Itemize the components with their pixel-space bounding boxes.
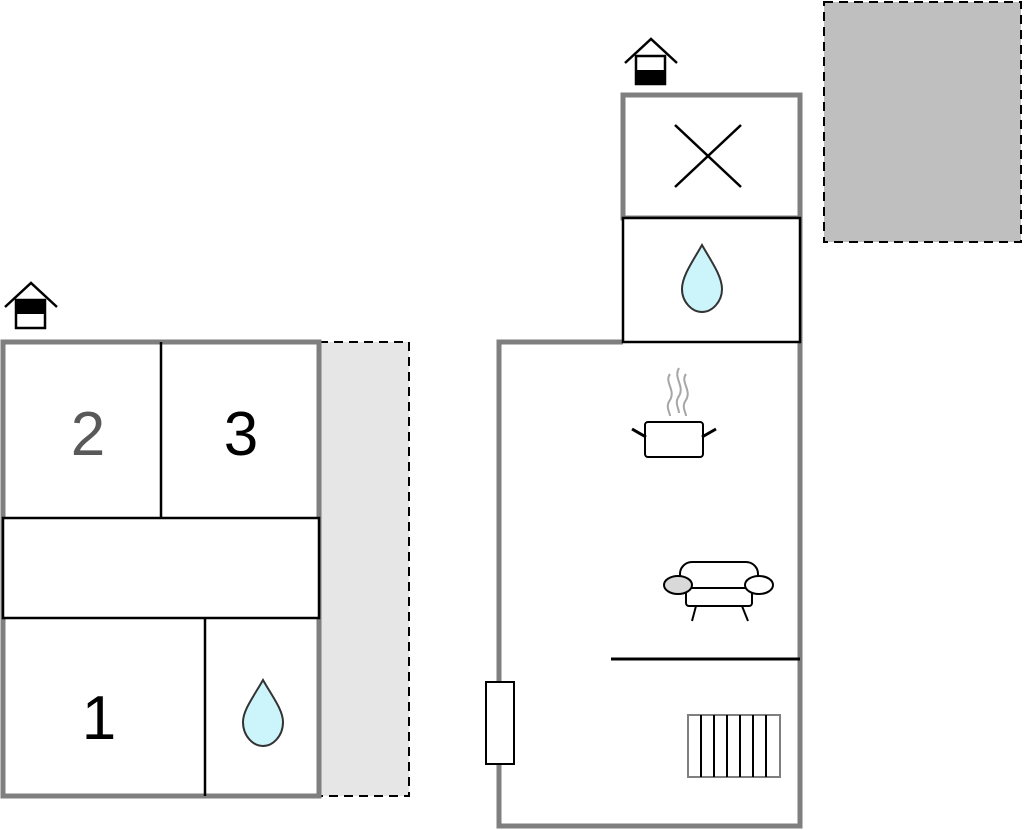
heater-icon — [687, 714, 781, 778]
entrance-icon — [624, 37, 678, 86]
water-drop-icon — [241, 677, 285, 748]
door-icon — [485, 681, 515, 765]
entrance-icon — [4, 281, 58, 330]
water-drop-icon — [680, 242, 724, 314]
storage-room-outline — [620, 92, 803, 221]
left-unit: 2 3 1 — [0, 281, 410, 799]
terrace-right — [823, 1, 1022, 243]
no-access-cross-icon — [674, 124, 742, 188]
hallway — [1, 516, 321, 620]
cooking-pot-icon — [631, 367, 717, 458]
room-number-1: 1 — [82, 684, 116, 753]
right-unit — [485, 1, 1022, 829]
sofa-icon — [663, 561, 774, 622]
terrace-left — [318, 341, 410, 797]
room-number-3: 3 — [224, 400, 258, 469]
room-number-2: 2 — [71, 400, 105, 469]
main-room-outline — [496, 218, 803, 829]
